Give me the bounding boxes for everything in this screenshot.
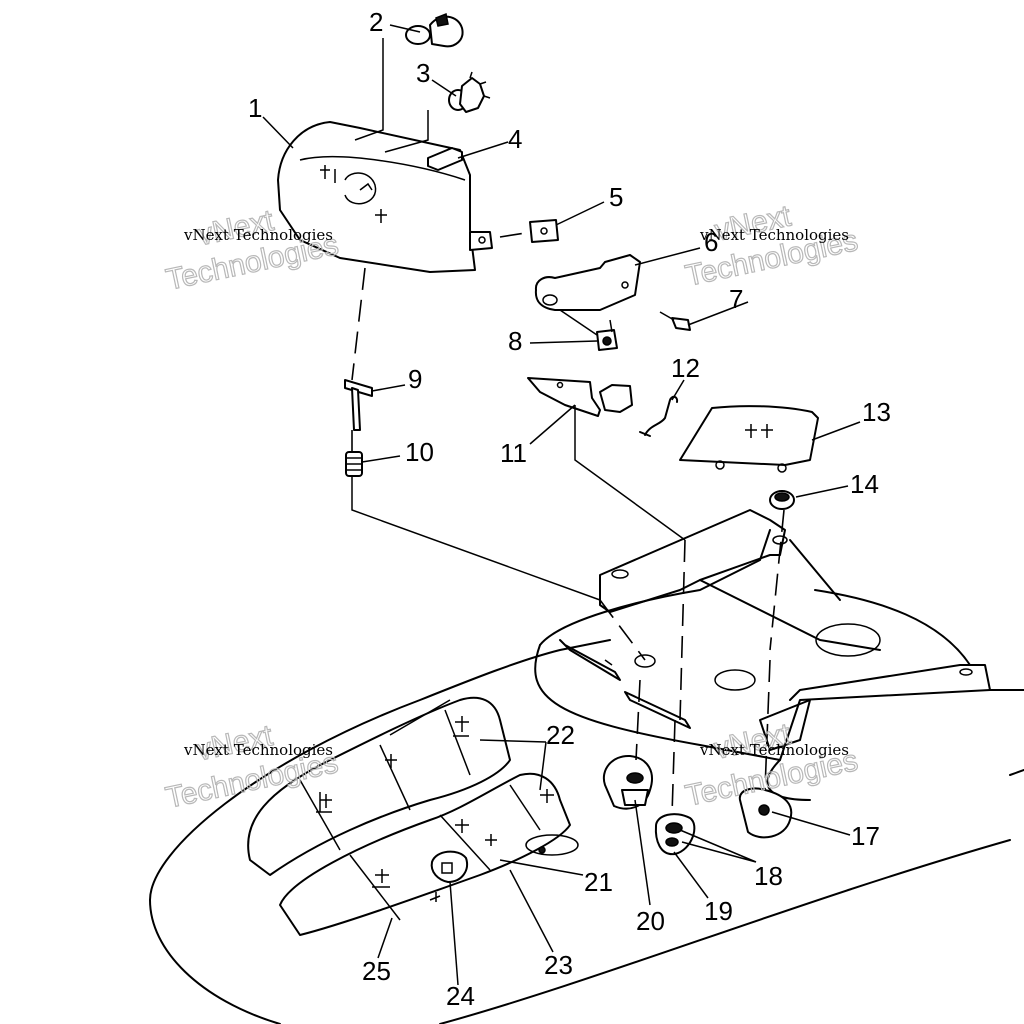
watermark-caption: vNext Technologies	[699, 741, 849, 759]
callout-14: 14	[850, 469, 879, 499]
callout-9: 9	[408, 364, 422, 394]
tail-light-housing	[277, 121, 493, 273]
callout-17: 17	[851, 821, 880, 851]
callout-25: 25	[362, 956, 391, 986]
callout-6: 6	[704, 227, 718, 257]
washer-part-14	[769, 490, 795, 510]
spring-clip-part	[639, 395, 679, 437]
clip-part	[427, 147, 463, 171]
nut-part	[596, 329, 618, 351]
watermark-caption: vNext Technologies	[699, 226, 849, 244]
small-hardware	[430, 834, 579, 883]
callout-11: 11	[500, 438, 527, 468]
assembly-lines	[351, 38, 785, 816]
lens-part	[679, 405, 819, 473]
watermark-caption: vNext Technologies	[183, 226, 333, 244]
callout-21: 21	[584, 867, 613, 897]
callout-8: 8	[508, 326, 522, 356]
callout-3: 3	[416, 58, 430, 88]
socket-part	[448, 71, 491, 113]
lower-hardware	[602, 754, 793, 856]
callout-12: 12	[671, 353, 700, 383]
mount-bracket-part	[527, 377, 633, 417]
callout-2: 2	[369, 7, 383, 37]
callout-23: 23	[544, 950, 573, 980]
hull-body	[149, 509, 1024, 1024]
watermark-lower-left: vNext Technologies	[162, 719, 341, 816]
callout-22: 22	[546, 720, 575, 750]
bolt-part	[344, 379, 373, 431]
grommet-part	[345, 451, 363, 477]
callout-4: 4	[508, 124, 522, 154]
callout-13: 13	[862, 397, 891, 427]
pad-part	[529, 219, 559, 243]
callout-labels: 1 2 3 4 5 6 7 8 9 10 11 12 13 14 17 18 1…	[248, 7, 891, 1011]
callout-10: 10	[405, 437, 434, 467]
callout-5: 5	[609, 182, 623, 212]
callout-18: 18	[754, 861, 783, 891]
leader-lines	[262, 24, 861, 986]
bracket-part	[534, 254, 641, 311]
callout-1: 1	[248, 93, 262, 123]
callout-19: 19	[704, 896, 733, 926]
callout-20: 20	[636, 906, 665, 936]
watermark-caption: vNext Technologies	[183, 741, 333, 759]
screw-part	[659, 311, 691, 331]
console-panels	[247, 696, 571, 936]
callout-24: 24	[446, 981, 475, 1011]
callout-7: 7	[729, 284, 743, 314]
